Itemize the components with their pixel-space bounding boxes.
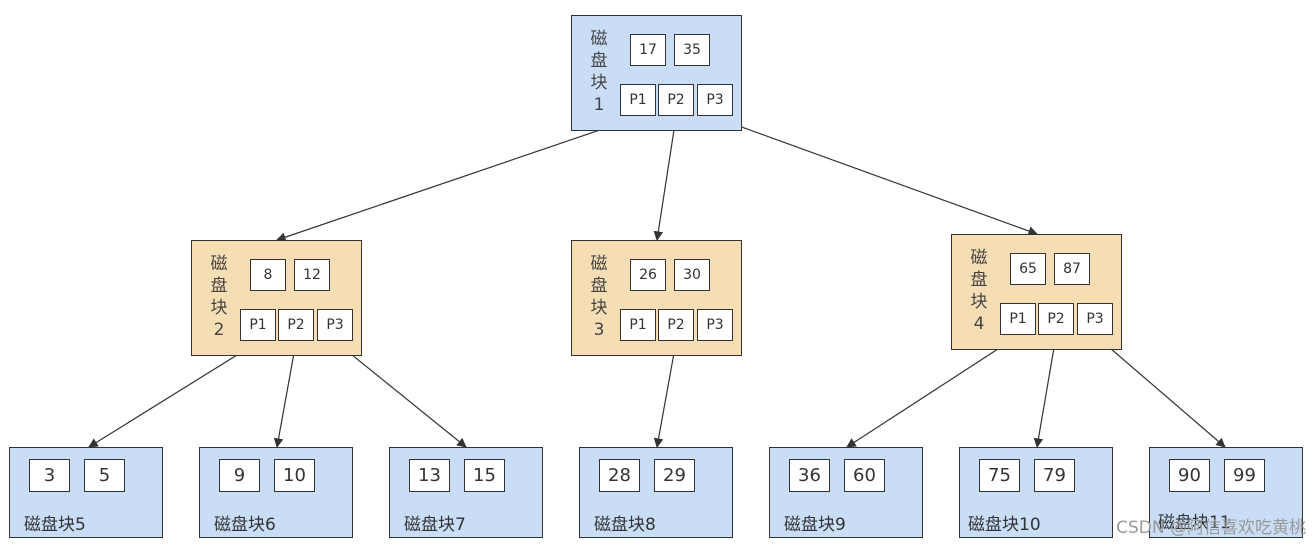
edge-arrow — [1095, 335, 1226, 448]
pointer-cell-p2: P2 — [658, 309, 694, 341]
pointer-cell-p3: P3 — [697, 84, 733, 116]
key-cell: 15 — [464, 459, 505, 492]
key-cell: 99 — [1224, 459, 1265, 492]
disk-block-7-label: 磁盘块7 — [404, 515, 466, 535]
pointer-cell-p3: P3 — [317, 309, 353, 341]
disk-block-5: 3 5 磁盘块5 — [9, 447, 163, 538]
edge-arrow — [335, 341, 467, 448]
disk-block-1: 磁盘块1 17 35 P1 P2 P3 — [571, 15, 742, 131]
key-cell: 35 — [674, 34, 710, 66]
key-cell: 13 — [409, 459, 450, 492]
key-cell: 26 — [630, 259, 666, 291]
key-cell: 36 — [789, 459, 830, 492]
disk-block-8-label: 磁盘块8 — [594, 515, 656, 535]
disk-block-10: 75 79 磁盘块10 — [959, 447, 1113, 538]
key-cell: 17 — [630, 34, 666, 66]
disk-block-2-label: 磁盘块2 — [210, 254, 228, 340]
disk-block-2: 磁盘块2 8 12 P1 P2 P3 — [191, 240, 362, 356]
key-cell: 29 — [654, 459, 695, 492]
edge-arrow — [713, 116, 1038, 236]
disk-block-6: 9 10 磁盘块6 — [199, 447, 353, 538]
key-cell: 10 — [274, 459, 315, 492]
edge-arrow — [846, 335, 1019, 448]
edge-arrow — [653, 341, 677, 448]
key-cell: 9 — [219, 459, 260, 492]
key-cell: 65 — [1010, 253, 1046, 285]
edge-arrow — [653, 116, 677, 241]
disk-block-7: 13 15 磁盘块7 — [389, 447, 543, 538]
disk-block-6-label: 磁盘块6 — [214, 515, 276, 535]
pointer-cell-p1: P1 — [620, 84, 656, 116]
edge-arrow — [273, 341, 297, 448]
watermark: CSDN @阿信喜欢吃黄桃 — [1116, 518, 1306, 538]
disk-block-4: 磁盘块4 65 87 P1 P2 P3 — [951, 234, 1122, 350]
disk-block-10-label: 磁盘块10 — [968, 515, 1041, 535]
key-cell: 5 — [84, 459, 125, 492]
disk-block-1-label: 磁盘块1 — [590, 29, 608, 115]
edge-arrow — [276, 116, 639, 242]
edge-arrow — [88, 341, 259, 448]
key-cell: 87 — [1054, 253, 1090, 285]
disk-block-9-label: 磁盘块9 — [784, 515, 846, 535]
pointer-cell-p2: P2 — [278, 309, 314, 341]
pointer-cell-p1: P1 — [1000, 303, 1036, 335]
key-cell: 90 — [1169, 459, 1210, 492]
pointer-cell-p2: P2 — [658, 84, 694, 116]
key-cell: 28 — [599, 459, 640, 492]
edge-arrow — [1033, 335, 1057, 448]
key-cell: 79 — [1034, 459, 1075, 492]
disk-block-11: 90 99 磁盘块11 — [1149, 447, 1303, 538]
pointer-cell-p2: P2 — [1038, 303, 1074, 335]
disk-block-3-label: 磁盘块3 — [590, 254, 608, 340]
disk-block-8: 28 29 磁盘块8 — [579, 447, 733, 538]
pointer-cell-p1: P1 — [620, 309, 656, 341]
disk-block-3: 磁盘块3 26 30 P1 P2 P3 — [571, 240, 742, 356]
pointer-cell-p1: P1 — [240, 309, 276, 341]
key-cell: 60 — [844, 459, 885, 492]
key-cell: 30 — [674, 259, 710, 291]
key-cell: 3 — [29, 459, 70, 492]
disk-block-11-label: 磁盘块11 — [1158, 513, 1231, 533]
disk-block-9: 36 60 磁盘块9 — [769, 447, 923, 538]
disk-block-4-label: 磁盘块4 — [970, 248, 988, 334]
disk-block-5-label: 磁盘块5 — [24, 515, 86, 535]
pointer-cell-p3: P3 — [1077, 303, 1113, 335]
key-cell: 12 — [294, 259, 330, 291]
key-cell: 8 — [250, 259, 286, 291]
pointer-cell-p3: P3 — [697, 309, 733, 341]
key-cell: 75 — [979, 459, 1020, 492]
